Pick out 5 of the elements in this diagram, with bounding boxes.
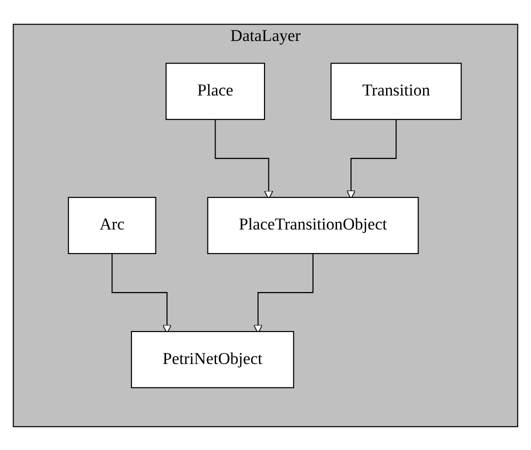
node-box: PetriNetObject (130, 330, 294, 388)
node-box: Arc (68, 196, 156, 254)
node-box: Place (166, 62, 266, 120)
node-box: Transition (330, 62, 462, 120)
node-box: PlaceTransitionObject (207, 196, 419, 254)
